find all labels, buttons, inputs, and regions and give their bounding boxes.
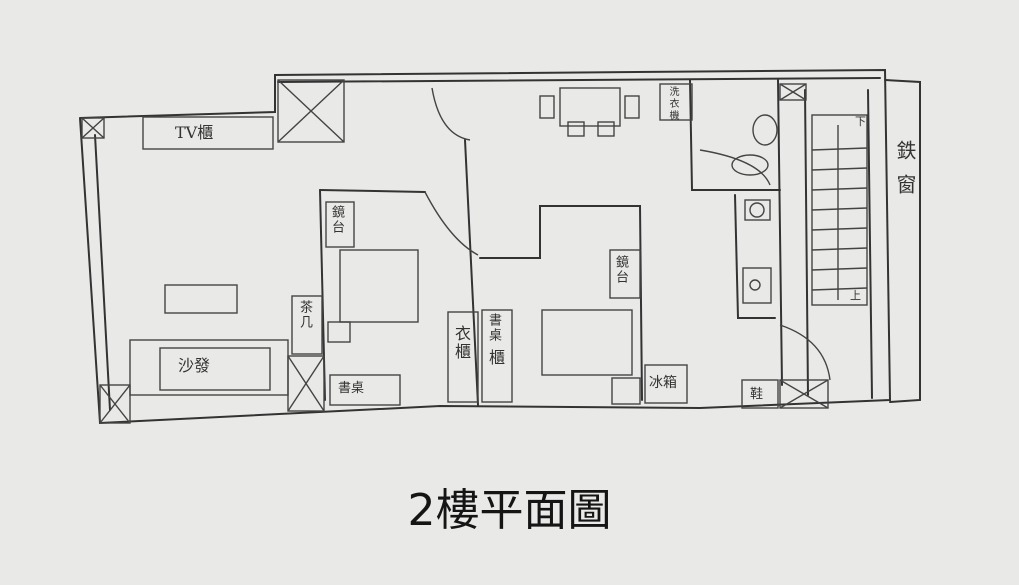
page-title: 2樓平面圖 [407, 485, 612, 536]
desk-1 [329, 374, 401, 406]
desk-label: 書桌 [338, 381, 365, 396]
wardrobe [447, 311, 479, 403]
wardrobe-label: 衣櫃 [452, 325, 471, 361]
washer [659, 83, 693, 121]
stairs [811, 114, 868, 306]
coffee-table [291, 295, 323, 355]
tv-cabinet-label: TV櫃 [175, 123, 214, 142]
sofa-label: 沙發 [178, 356, 211, 375]
vanity-label: 鏡台 [613, 255, 628, 285]
coffee-table-label: 茶几 [297, 300, 312, 330]
shoes-label: 鞋 [750, 387, 764, 402]
furniture [81, 79, 829, 424]
fridge [644, 364, 688, 404]
stairs-up-label: 上 [850, 289, 861, 302]
washer-label: 洗衣機 [667, 86, 678, 122]
bookcase-label: 櫃 [489, 348, 506, 367]
vanity-label: 鏡台 [329, 205, 344, 235]
outer-walls [79, 68, 921, 425]
tv-table [164, 284, 238, 314]
doors [424, 87, 831, 381]
dining-table [559, 87, 621, 127]
stairs-down-label: 下 [855, 115, 866, 128]
fridge-label: 冰箱 [649, 375, 677, 391]
bed-2 [541, 309, 633, 376]
bed-1 [339, 249, 419, 323]
iron-window-label: 鉄窗 [893, 140, 917, 208]
tv-cabinet [142, 116, 274, 150]
bookcase [481, 309, 513, 403]
interior-walls [319, 79, 873, 406]
column-box [277, 79, 345, 143]
desk-2-label: 書桌 [486, 313, 501, 343]
